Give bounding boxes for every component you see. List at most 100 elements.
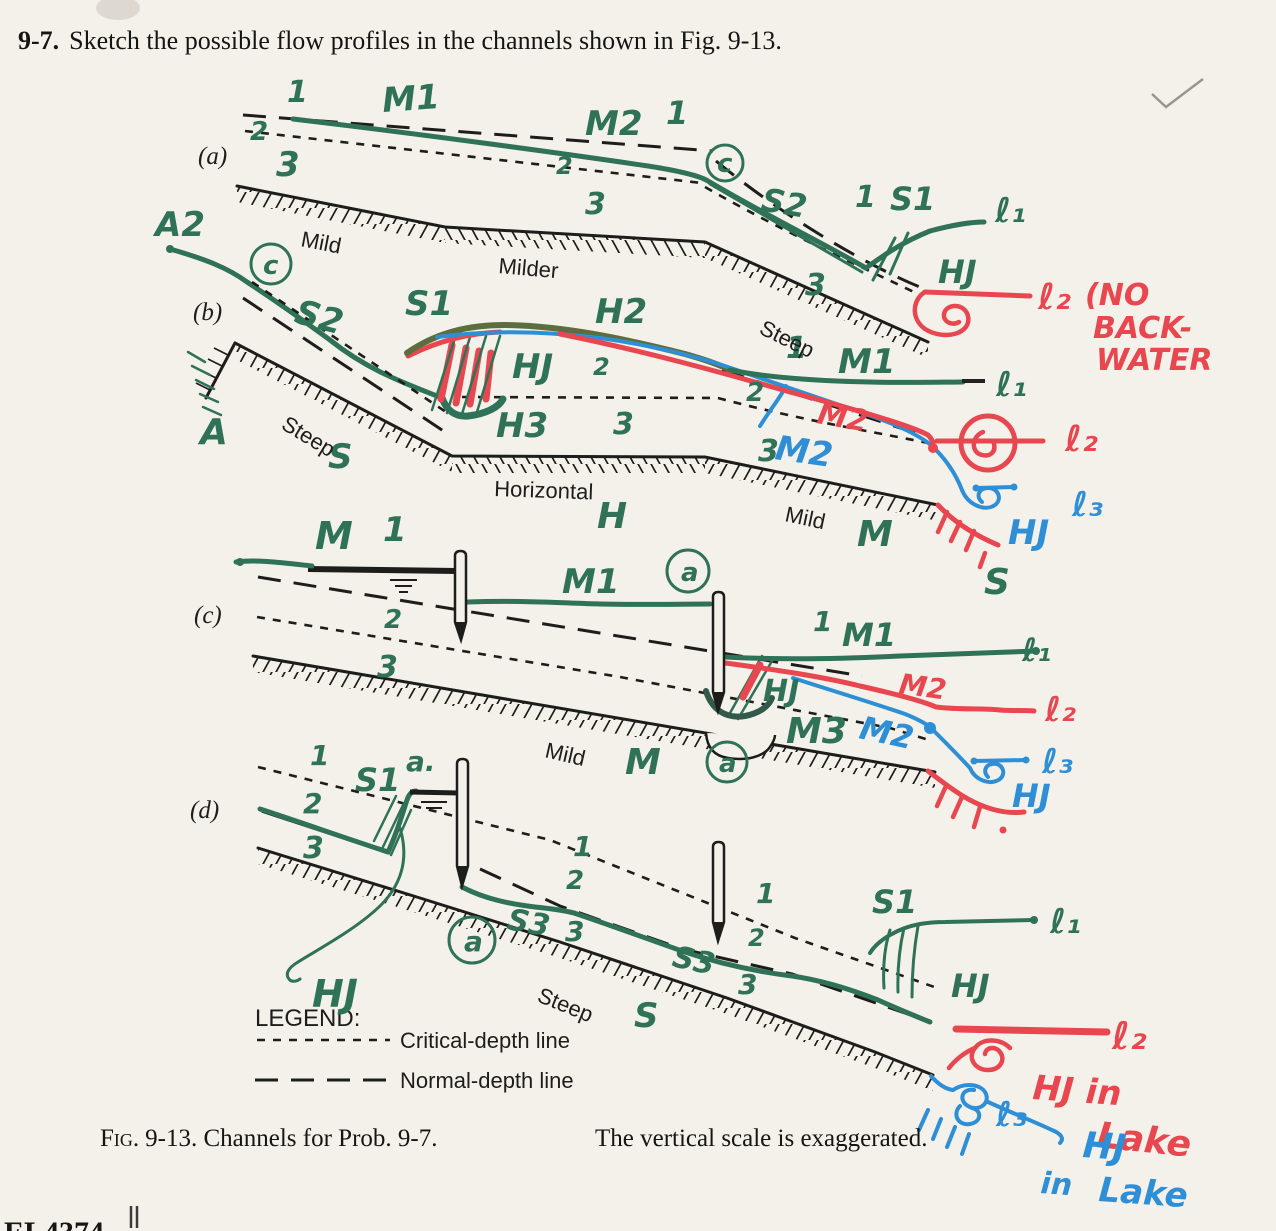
- annotation-c: c: [263, 251, 279, 281]
- blue-dot: [970, 757, 978, 765]
- annotation-3: 3: [585, 187, 606, 222]
- sluice-gate-1: [455, 757, 470, 891]
- annotation-back: BACK-: [1093, 311, 1192, 346]
- gate-tip: [714, 692, 724, 710]
- annotation-m1: M1: [842, 616, 896, 654]
- water-surface-left: [233, 558, 315, 569]
- sluice-gate-2: [711, 590, 726, 716]
- blue-loop-2: [954, 1104, 982, 1127]
- green-dot: [1030, 916, 1038, 924]
- upstream-face-hatch: [195, 347, 229, 391]
- blue-dot: [1022, 756, 1030, 764]
- annotation-m: M: [315, 514, 353, 558]
- label-mild: Mild: [543, 738, 588, 771]
- hatch-horizontal: [452, 457, 705, 473]
- label-mild: Mild: [783, 501, 828, 534]
- annotation-s: S: [328, 437, 353, 477]
- jump-fan: [882, 924, 920, 999]
- annotation-2: 2: [566, 866, 584, 896]
- hatch-mild: [237, 186, 445, 243]
- hatch-steep: [705, 242, 928, 358]
- label-mild: Mild: [299, 226, 343, 258]
- annotation-2: 2: [748, 924, 765, 952]
- annotation-: ℓ₁: [995, 365, 1027, 405]
- blue-loop: [968, 761, 1006, 784]
- label-milder: Milder: [498, 253, 560, 283]
- jump-green-marks: [430, 334, 502, 416]
- legend-heading: LEGEND:: [255, 1005, 360, 1032]
- critical-depth-line: [256, 615, 933, 743]
- blue-m2-dive: [932, 729, 972, 770]
- hatch-mild: [253, 656, 935, 788]
- scan-smudge: [96, 0, 140, 20]
- legend-critical-label: Critical-depth line: [400, 1028, 570, 1053]
- water-level-symbol: [390, 579, 417, 593]
- blue-l3-line: [972, 758, 1028, 763]
- annotation-1: 1: [573, 830, 592, 863]
- annotation-hj: HJ: [938, 253, 977, 291]
- normal-depth-steep: [242, 296, 446, 434]
- legend: LEGEND: Critical-depth line Normal-depth…: [255, 1005, 574, 1093]
- blue-leader: [986, 1100, 1064, 1145]
- annotation-1: 1: [855, 180, 876, 215]
- red-end-arc: [935, 502, 1001, 548]
- annotation-no: (NO: [1085, 278, 1149, 313]
- annotation-3: 3: [613, 407, 634, 442]
- annotation-water: WATER: [1096, 343, 1212, 378]
- jump-red-mark: [739, 661, 764, 701]
- panel-d: [256, 757, 1111, 1156]
- upstream-face: [204, 341, 237, 400]
- annotation-s1: S1: [872, 883, 917, 921]
- annotation-circle: [665, 548, 711, 594]
- gate-tip: [714, 922, 724, 940]
- legend-normal-label: Normal-depth line: [400, 1068, 574, 1093]
- annotation-1: 1: [813, 605, 832, 638]
- water-surface-s2-extra: [708, 182, 864, 274]
- annotation-3: 3: [565, 915, 584, 948]
- annotation-h3: H3: [496, 406, 548, 446]
- red-loop: [912, 289, 971, 338]
- water-level-symbol: [421, 801, 447, 809]
- hatch-steep: [235, 343, 452, 472]
- red-l2-line: [933, 704, 1037, 714]
- sluice-gate-1: [453, 549, 468, 645]
- critical-depth-line: [461, 395, 929, 445]
- water-surface-m1: [290, 116, 987, 271]
- figure-caption: Fig.9-13. Channels for Prob. 9-7.The ver…: [100, 1125, 927, 1152]
- blue-dot: [1010, 483, 1018, 491]
- annotation-hj: HJ: [312, 972, 358, 1016]
- h3-curve: [438, 394, 507, 420]
- annotation-3: 3: [276, 145, 300, 185]
- label-steep: Steep: [534, 982, 597, 1027]
- label-steep: Steep: [277, 411, 339, 462]
- red-end-ticks: [935, 509, 988, 570]
- normal-depth-line-steep: [715, 159, 926, 291]
- channel-bed: [233, 341, 940, 507]
- label-d: (d): [190, 797, 219, 824]
- red-l2-line: [952, 1025, 1111, 1036]
- blue-l3-line: [974, 485, 1016, 490]
- panel-c: [233, 549, 1040, 834]
- blue-dot: [972, 484, 980, 492]
- critical-depth-line: [244, 129, 703, 185]
- annotation-3: 3: [805, 268, 826, 303]
- annotation-circle: [705, 740, 749, 784]
- red-loop-tail: [946, 1045, 978, 1071]
- annotation-: ℓ₂: [1044, 690, 1076, 730]
- annotation-h: H: [597, 496, 627, 537]
- annotation-lake: Lake: [1095, 1115, 1193, 1166]
- green-hatch-marks: [186, 350, 223, 417]
- annotation-m: M: [857, 514, 893, 555]
- annotation-1: 1: [310, 739, 329, 772]
- corner-id: EL4374: [4, 1216, 104, 1231]
- annotation-hj: HJ: [1081, 1125, 1127, 1169]
- annotation-1: 1: [287, 75, 308, 110]
- water-surface-m1-mid: [465, 598, 713, 607]
- annotation-2: 2: [384, 605, 402, 635]
- annotation-1: 1: [383, 510, 407, 550]
- red-loop: [969, 1038, 1013, 1073]
- blue-end-ticks: [917, 1108, 971, 1156]
- water-surface-m1: [727, 367, 966, 385]
- basin-water: [703, 688, 775, 720]
